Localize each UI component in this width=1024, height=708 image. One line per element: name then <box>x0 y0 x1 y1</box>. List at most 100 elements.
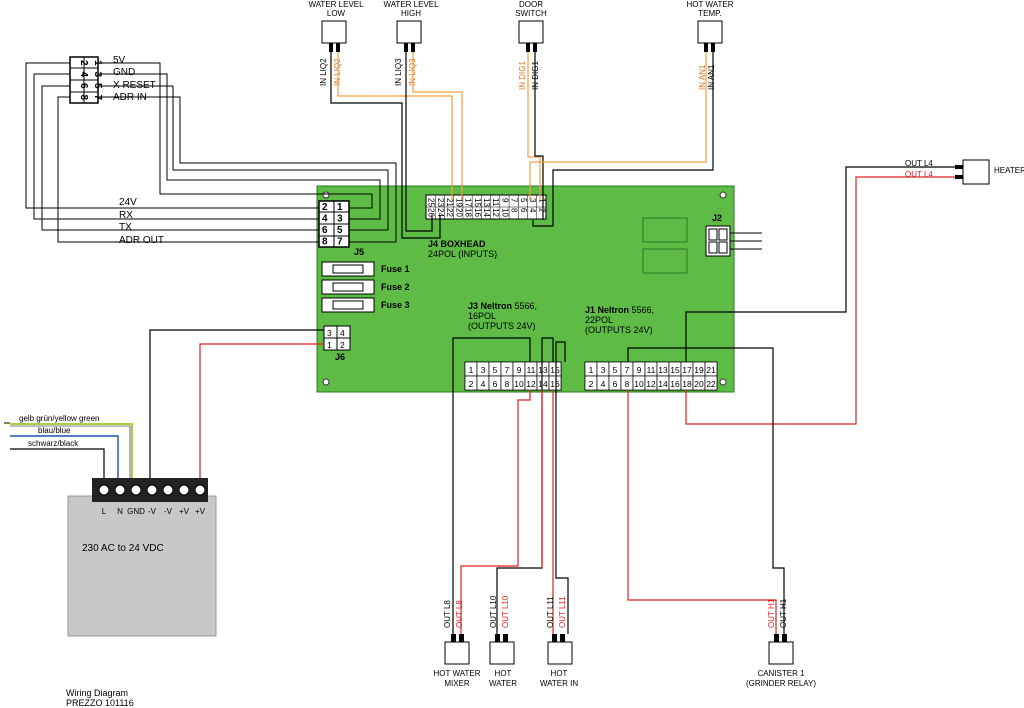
svg-text:schwarz/black: schwarz/black <box>28 439 79 448</box>
mount-hole <box>322 191 330 199</box>
fuse-1: Fuse 1 <box>321 261 410 277</box>
svg-text:IN LIQ2: IN LIQ2 <box>319 58 328 86</box>
pin-label: 9 <box>517 365 522 375</box>
j1-title: J1 Neltron 5566, <box>585 305 654 315</box>
svg-text:230 AC to 24 VDC: 230 AC to 24 VDC <box>82 543 164 554</box>
svg-text:OUT H1: OUT H1 <box>767 598 776 628</box>
pin-label: 15 <box>550 365 560 375</box>
sensor-wires <box>330 52 714 239</box>
footer-line2: PREZZO 101116 <box>66 698 134 708</box>
svg-text:1: 1 <box>327 340 332 350</box>
pin-label: 5 <box>337 225 343 236</box>
j3-title: J3 Neltron 5566, <box>468 301 537 311</box>
pin-label: 5 <box>493 365 498 375</box>
psu-terminal-label: -V <box>148 507 157 516</box>
svg-text:OUT H1: OUT H1 <box>779 598 788 628</box>
pin-label: 13 <box>482 198 491 207</box>
svg-text:OUT L11: OUT L11 <box>558 596 567 628</box>
svg-text:OUT L4: OUT L4 <box>905 159 933 168</box>
pin-label: 7 <box>505 365 510 375</box>
heater-wires <box>685 166 955 425</box>
pin-label: 8 <box>505 379 510 389</box>
j4-subtitle: 24POL (INPUTS) <box>428 249 497 259</box>
svg-text:MIXER: MIXER <box>444 679 470 688</box>
pin-label: 1 <box>589 365 594 375</box>
pin-label: 10 <box>500 208 509 217</box>
sensor-hot-water-temp: HOT WATER TEMP. <box>687 0 734 52</box>
signal-5v: 5V <box>113 55 126 66</box>
svg-text:gelb grün/yellow green: gelb grün/yellow green <box>19 414 100 423</box>
pin-label: 2 <box>78 60 89 66</box>
pin-label: 5 <box>613 365 618 375</box>
pin-label: 23 <box>436 198 445 207</box>
svg-text:Fuse 1: Fuse 1 <box>381 264 410 274</box>
pin-label: 17 <box>464 198 473 207</box>
pin-label: 24 <box>436 208 445 217</box>
pin-label: 22 <box>445 208 454 217</box>
j2-pin <box>708 241 718 254</box>
svg-text:SWITCH: SWITCH <box>515 9 547 18</box>
output-canister-1: CANISTER 1 (GRINDER RELAY) OUT H1 OUT H1 <box>746 598 816 688</box>
pin-label: 6 <box>322 225 328 236</box>
pin-label: 7 <box>625 365 630 375</box>
svg-text:CANISTER 1: CANISTER 1 <box>757 669 805 678</box>
svg-text:HEATER: HEATER <box>994 166 1024 175</box>
pin-label: 8 <box>625 379 630 389</box>
signal-24v: 24V <box>119 197 137 208</box>
svg-text:HOT: HOT <box>551 669 568 678</box>
psu-terminal-label: +V <box>195 507 206 516</box>
svg-text:WATER LEVEL: WATER LEVEL <box>383 0 439 9</box>
mains-wires: gelb grün/yellow green blau/blue schwarz… <box>4 414 133 478</box>
pin-label: 1 <box>537 198 546 203</box>
svg-text:HIGH: HIGH <box>401 9 421 18</box>
pin-label: 4 <box>322 214 328 225</box>
signal-adr-out: ADR OUT <box>119 235 164 246</box>
psu-terminal-label: L <box>102 507 107 516</box>
pin-label: 21 <box>706 365 716 375</box>
output-hot-water-in: HOT WATER IN OUT L11 OUT L11 <box>540 596 578 688</box>
svg-text:OUT L11: OUT L11 <box>546 596 555 628</box>
pin-label: 16 <box>473 208 482 217</box>
signal-tx: TX <box>119 222 132 233</box>
pin-label: 1 <box>337 202 343 213</box>
j2-label: J2 <box>712 213 722 223</box>
pin-label: 7 <box>92 95 103 101</box>
j3-line2: 16POL <box>468 311 496 321</box>
psu-terminal-label: +V <box>179 507 190 516</box>
pin-label: 3 <box>481 365 486 375</box>
j2-pin <box>718 228 728 241</box>
pin-label: 11 <box>647 365 656 375</box>
relay-outline <box>642 248 688 274</box>
svg-text:4: 4 <box>340 328 345 338</box>
pin-label: 10 <box>634 379 644 389</box>
svg-text:HOT: HOT <box>495 669 512 678</box>
pin-label: 16 <box>550 379 560 389</box>
relay-outline <box>642 217 688 243</box>
svg-text:WATER LEVEL: WATER LEVEL <box>308 0 364 9</box>
mount-hole <box>719 191 727 199</box>
pin-label: 9 <box>500 198 509 203</box>
psu-terminal <box>178 484 190 496</box>
svg-text:OUT L10: OUT L10 <box>501 595 510 628</box>
psu-terminal <box>98 484 110 496</box>
psu-terminal <box>114 484 126 496</box>
psu-terminal <box>162 484 174 496</box>
j2-pin <box>718 241 728 254</box>
sensor-water-level-high: WATER LEVEL HIGH <box>383 0 439 52</box>
svg-text:IN AN1: IN AN1 <box>707 64 716 90</box>
pin-label: 18 <box>464 208 473 217</box>
pin-label: 19 <box>454 198 463 207</box>
pin-label: 8 <box>322 237 328 248</box>
pin-label: 3 <box>528 198 537 203</box>
pin-label: 13 <box>658 365 668 375</box>
fuse-2: Fuse 2 <box>321 279 410 295</box>
pin-label: 2 <box>469 379 474 389</box>
pin-label: 17 <box>682 365 692 375</box>
pin-label: 2 <box>322 202 328 213</box>
pin-label: 4 <box>78 72 89 78</box>
psu-terminal <box>130 484 142 496</box>
svg-text:OUT L8: OUT L8 <box>455 600 464 628</box>
